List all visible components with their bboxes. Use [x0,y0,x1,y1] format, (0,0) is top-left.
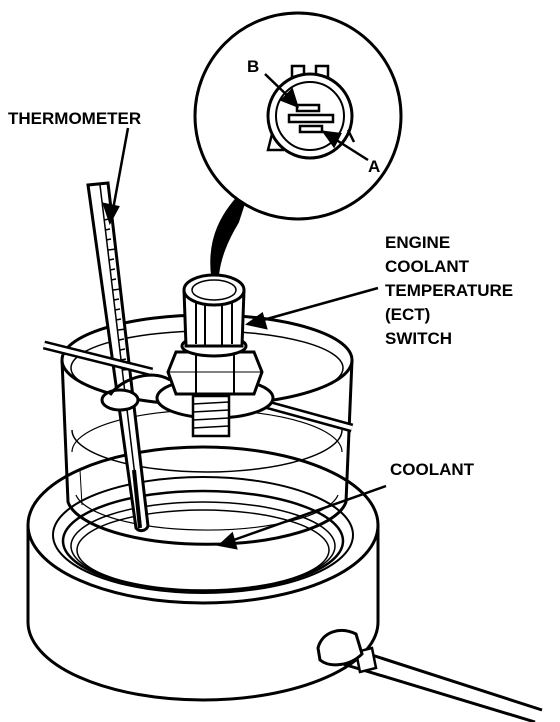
coolant-label: COOLANT [390,460,475,479]
ect-label-line-2: COOLANT [385,257,470,276]
thermometer-arrowhead [102,202,120,226]
leader-lines [102,73,387,550]
terminal-a-label: A [368,157,380,176]
thermometer [86,181,150,533]
connector-magnified-view [193,11,403,221]
labels: THERMOMETER ENGINE COOLANT TEMPERATURE (… [8,57,513,479]
ect-switch-arrowhead [244,311,268,330]
ect-label-line-3: TEMPERATURE [385,281,513,300]
ect-label-line-4: (ECT) [385,305,430,324]
ect-switch [166,273,264,438]
terminal-b-label: B [247,57,259,76]
terminal-a-arrowhead [321,130,342,149]
thermometer-label: THERMOMETER [8,109,141,128]
coolant-arrowhead [217,531,238,550]
terminal-b-arrowhead [279,87,299,109]
power-cord [316,629,543,722]
heater-base [26,445,380,702]
ect-label-line-5: SWITCH [385,329,452,348]
ect-label-line-1: ENGINE [385,233,450,252]
